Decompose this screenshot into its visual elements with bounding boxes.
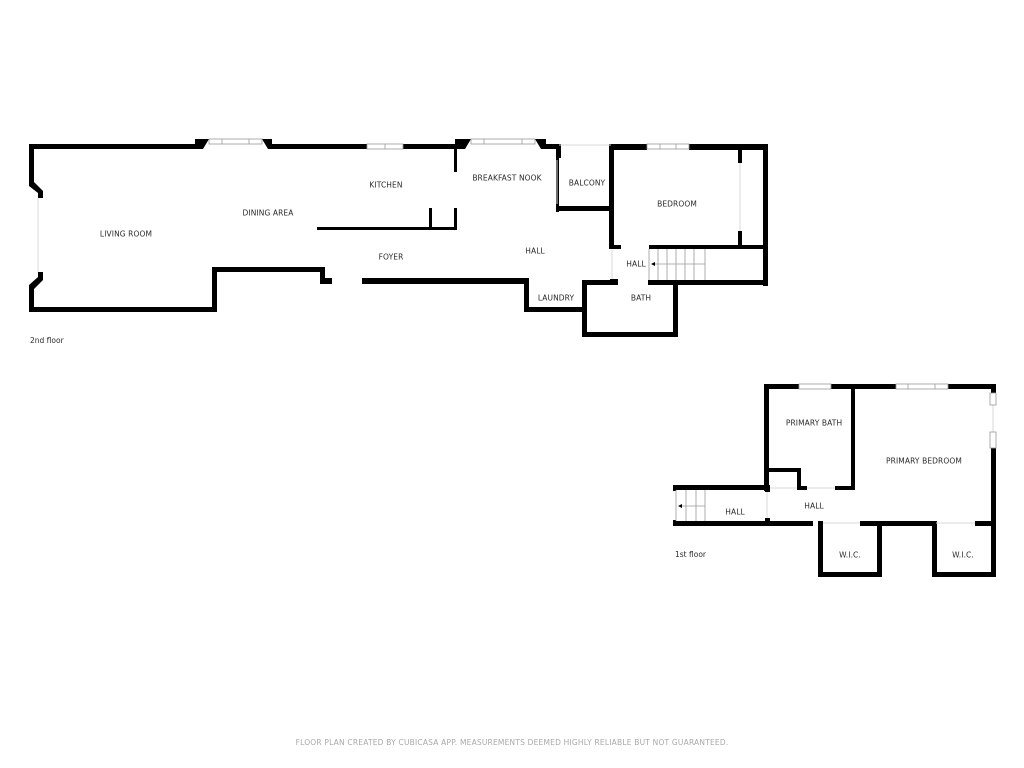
floor-label-first: 1st floor	[675, 550, 706, 559]
room-label-breakfast-nook: BREAKFAST NOOK	[472, 173, 542, 183]
room-label-balcony: BALCONY	[568, 178, 606, 188]
first-floor-windows	[798, 383, 997, 449]
room-label-primary-bath: PRIMARY BATH	[785, 418, 843, 428]
first-floor-stairs	[675, 490, 706, 521]
floor-label-second: 2nd floor	[30, 336, 64, 345]
room-label-wic-2: W.I.C.	[952, 550, 974, 560]
room-label-laundry: LAUNDRY	[537, 293, 575, 303]
room-label-kitchen: KITCHEN	[369, 180, 403, 190]
room-label-primary-bedroom: PRIMARY BEDROOM	[886, 456, 962, 466]
second-floor-walls	[29, 139, 768, 337]
room-label-hall: HALL	[525, 246, 545, 256]
disclaimer-footer: FLOOR PLAN CREATED BY CUBICASA APP. MEAS…	[295, 738, 729, 747]
second-floor-windows	[208, 138, 690, 150]
room-label-bath: BATH	[630, 293, 652, 303]
room-label-dining-area: DINING AREA	[242, 208, 294, 218]
first-floor-walls	[673, 384, 996, 577]
second-floor-stairs	[648, 249, 706, 280]
room-label-foyer: FOYER	[378, 252, 404, 262]
room-label-wic-1: W.I.C.	[839, 550, 861, 560]
room-label-hall-stair-lower: HALL	[725, 507, 745, 517]
room-label-living-room: LIVING ROOM	[99, 229, 153, 239]
room-label-hall-stair: HALL	[626, 259, 646, 269]
room-label-bedroom: BEDROOM	[657, 199, 697, 209]
room-label-hall-lower: HALL	[804, 501, 824, 511]
